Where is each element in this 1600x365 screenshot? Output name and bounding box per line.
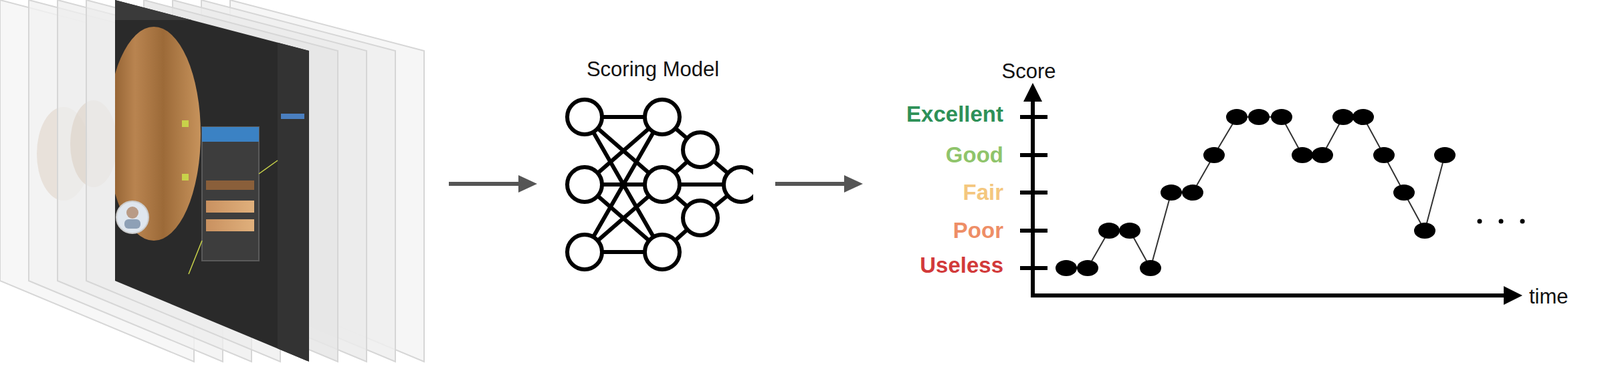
score-point — [1203, 147, 1225, 164]
score-point — [1311, 147, 1334, 164]
score-point — [1055, 260, 1077, 277]
score-point — [1226, 109, 1248, 126]
score-point — [1373, 147, 1395, 164]
score-point — [1139, 260, 1162, 277]
score-level: Excellent — [906, 101, 1004, 128]
score-point — [1181, 184, 1204, 201]
score-point — [1248, 109, 1270, 126]
network-neuron — [682, 200, 718, 236]
score-point — [1119, 222, 1141, 239]
network-neuron — [567, 234, 603, 270]
screenshot-frame — [107, 0, 310, 365]
network-neuron — [567, 99, 603, 135]
score-point — [1414, 222, 1436, 239]
network-neuron — [644, 99, 680, 135]
score-point — [1332, 109, 1354, 126]
score-point — [1291, 147, 1314, 164]
score-point — [1098, 222, 1120, 239]
axis-title: Score — [1002, 58, 1057, 85]
neural-network-symbol — [552, 56, 754, 277]
flow-arrow — [448, 175, 538, 193]
network-neuron — [567, 167, 603, 203]
score-level: Poor — [953, 217, 1004, 245]
score-point — [1393, 184, 1415, 201]
score-point — [1352, 109, 1374, 126]
network-neuron — [644, 234, 680, 270]
chart-axes — [1020, 82, 1523, 306]
score-point — [1160, 184, 1182, 201]
score-level: Fair — [962, 179, 1004, 207]
score-level: Useless — [919, 252, 1004, 279]
continuation-dots — [1477, 219, 1526, 225]
axis-title: time — [1529, 283, 1569, 311]
network-neuron — [682, 132, 718, 168]
model-node: Scoring Model — [552, 56, 754, 277]
score-point — [1270, 109, 1293, 126]
score-point — [1076, 260, 1099, 277]
score-point — [1434, 147, 1456, 164]
network-neuron — [723, 167, 754, 203]
flow-arrow — [775, 175, 863, 193]
model-title: Scoring Model — [552, 56, 754, 83]
score-series — [1055, 109, 1456, 277]
score-line — [1066, 117, 1445, 269]
score-level: Good — [945, 141, 1004, 169]
network-neuron — [644, 167, 680, 203]
